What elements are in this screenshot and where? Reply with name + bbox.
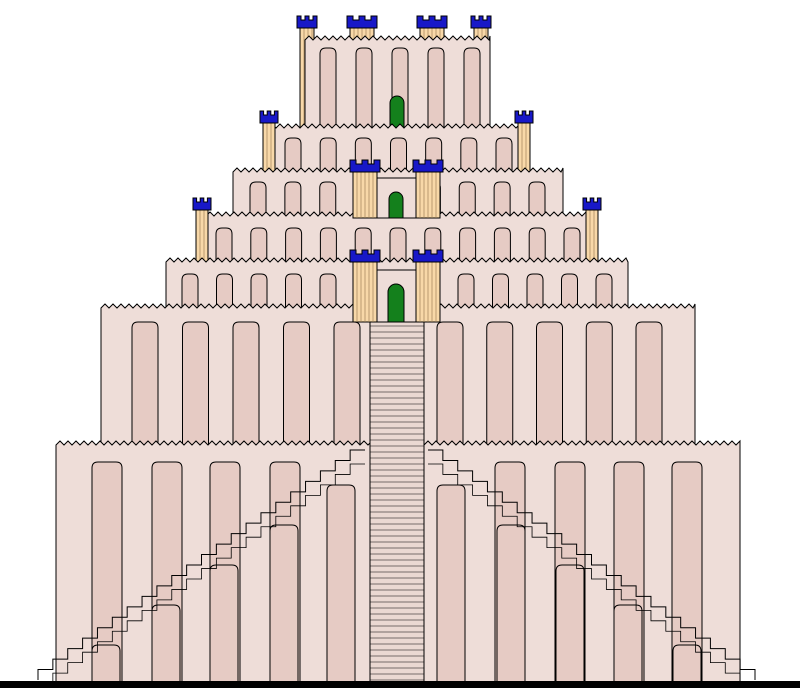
- tier5-panel: [457, 273, 475, 308]
- tier3-left-tower-crenellation: [349, 159, 381, 173]
- tier2-right-tower: [517, 122, 531, 173]
- tier2-left-tower-crenellation: [259, 110, 279, 124]
- tier4-panel: [250, 227, 268, 262]
- ground-line: [0, 681, 800, 688]
- main-stair: [369, 319, 425, 685]
- tier3-panel: [319, 181, 337, 216]
- left-side-ramp: [37, 449, 365, 680]
- tier3-panel: [458, 181, 476, 216]
- side-ramps: [37, 449, 756, 688]
- tier4-right-tower: [585, 209, 599, 263]
- tier6-left-panel: [283, 321, 310, 446]
- mid-towers: [349, 159, 444, 323]
- tier2-right-tower-crenellation: [514, 110, 534, 124]
- tier4-panel: [285, 227, 303, 262]
- tier5-panel: [181, 273, 199, 308]
- tier4-left-tower-crenellation: [192, 197, 212, 211]
- tier3-right-tower-crenellation: [412, 159, 444, 173]
- tier4-panel: [319, 227, 337, 262]
- tier7-ramp-panel: [436, 484, 466, 684]
- tier5-panel: [319, 273, 337, 308]
- tier3-panel: [528, 181, 546, 216]
- right-side-ramp: [428, 449, 756, 680]
- tier7-ramp-panel: [209, 564, 239, 684]
- tier5-right-tower-crenellation: [412, 249, 444, 263]
- tier6-left-panel: [182, 321, 209, 446]
- tier2-left-tower: [262, 122, 276, 173]
- tier2-panel: [460, 137, 478, 172]
- tier6-right-panel: [486, 321, 514, 446]
- tier2-panel: [284, 137, 302, 172]
- tier7-ramp-panel: [613, 604, 643, 684]
- tier7-ramp-panel: [151, 604, 181, 684]
- tier5-door: [387, 283, 405, 323]
- tier5-panel: [595, 273, 613, 308]
- tier5-left-tower-crenellation: [349, 249, 381, 263]
- tier3-panel: [249, 181, 267, 216]
- tier6-right-panel: [436, 321, 464, 446]
- top-tier-panel: [463, 47, 481, 130]
- tier4-panel: [528, 227, 546, 262]
- tier7-ramp-panel: [326, 484, 356, 684]
- tier4-left-tower: [195, 209, 209, 263]
- main-staircase: [369, 319, 425, 685]
- tier4-panel: [563, 227, 581, 262]
- tier-2: [259, 110, 534, 173]
- top-right-inner-tower-crenellation: [416, 15, 448, 29]
- tier7-panel: [671, 461, 703, 684]
- tier4-panel: [215, 227, 233, 262]
- tier3-panel: [493, 181, 511, 216]
- tier5-panel: [216, 273, 233, 308]
- tier7-ramp-panel: [496, 524, 526, 684]
- top-left-outer-tower-crenellation: [296, 15, 318, 29]
- tier3-panel: [284, 181, 302, 216]
- tier5-panel: [285, 273, 302, 308]
- top-tier-panel: [427, 47, 445, 130]
- tier5-panel: [250, 273, 268, 308]
- top-tier-panel: [355, 47, 373, 130]
- tier7-panel: [91, 461, 123, 684]
- tier6-right-panel: [536, 321, 563, 446]
- left-side-ramp-inner: [37, 463, 365, 688]
- right-side-ramp-inner: [428, 463, 756, 688]
- top-door: [389, 95, 405, 131]
- tier2-panel: [319, 137, 337, 172]
- tier7-ramp-panel: [269, 524, 299, 684]
- top-right-outer-tower-crenellation: [470, 15, 492, 29]
- top-tier-panel: [319, 47, 337, 130]
- tier4-right-tower-crenellation: [582, 197, 602, 211]
- tier7-ramp-panel: [91, 644, 121, 684]
- tier6-right-panel: [585, 321, 613, 446]
- tier4-panel: [493, 227, 511, 262]
- tier4-panel: [389, 227, 407, 262]
- tier6-left-panel: [131, 321, 159, 446]
- tier2-panel: [390, 137, 407, 172]
- tier6-left-panel: [232, 321, 260, 446]
- ground-bar: [0, 681, 800, 688]
- tier7-ramp-panel: [555, 564, 585, 684]
- tier5-panel: [561, 273, 578, 308]
- tier7-ramp-panel: [672, 644, 702, 684]
- tier5-panel: [492, 273, 509, 308]
- top-tier: [304, 35, 491, 131]
- tier6-right-panel: [635, 321, 663, 446]
- tier5-panel: [526, 273, 544, 308]
- tier6-left-panel: [333, 321, 361, 446]
- tier2-panel: [495, 137, 513, 172]
- tier4-panel: [459, 227, 477, 262]
- tier3-door: [388, 191, 404, 219]
- top-left-inner-tower-crenellation: [346, 15, 378, 29]
